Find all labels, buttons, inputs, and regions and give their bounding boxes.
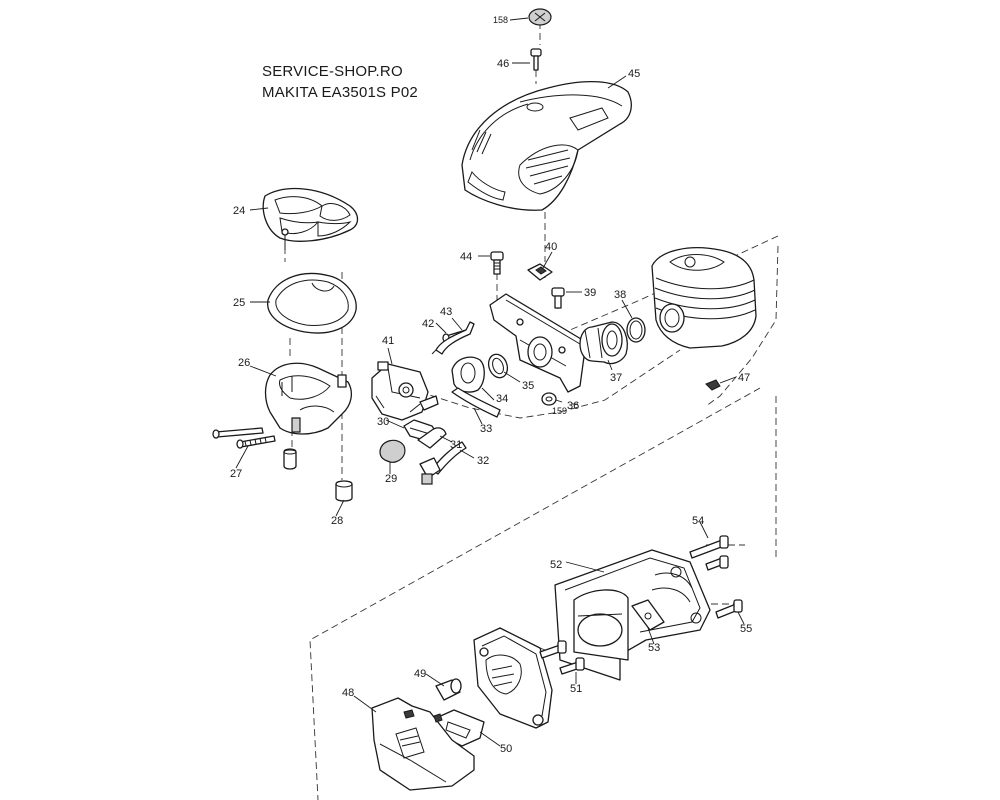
part-36-grommet <box>541 392 557 406</box>
part-158-cover-knob <box>528 8 552 26</box>
part-43-throttle-link <box>431 321 475 355</box>
callout-159: 159 <box>552 406 567 416</box>
callout-158: 158 <box>493 15 508 25</box>
part-33-impulse-hose <box>451 387 501 418</box>
callout-27: 27 <box>230 468 242 480</box>
part-48-heat-shield <box>371 697 475 791</box>
part-40-clip <box>527 263 553 281</box>
callout-50: 50 <box>500 743 512 755</box>
part-45-top-cover <box>461 80 632 211</box>
part-26-filter-base <box>264 362 353 435</box>
callout-leaders <box>235 17 745 747</box>
part-53-plate <box>631 599 665 631</box>
part-25-filter-gasket <box>267 272 357 334</box>
callout-38: 38 <box>614 289 626 301</box>
callout-46: 46 <box>497 58 509 70</box>
part-28-rubber-mount <box>335 480 353 502</box>
part-38-o-ring <box>626 317 646 343</box>
callout-43: 43 <box>440 306 452 318</box>
callout-55: 55 <box>740 623 752 635</box>
part-34-adapter <box>451 356 485 393</box>
part-35-intake-ring <box>487 353 509 379</box>
callout-34: 34 <box>496 393 508 405</box>
part-47-small-clip <box>705 379 721 391</box>
callout-39: 39 <box>584 287 596 299</box>
part-27-bolts <box>212 427 276 449</box>
callout-32: 32 <box>477 455 489 467</box>
part-54-screws <box>689 535 729 571</box>
callout-53: 53 <box>648 642 660 654</box>
callout-44: 44 <box>460 251 472 263</box>
part-37-intake-pipe <box>579 321 628 365</box>
part-cylinder <box>651 247 757 349</box>
callout-33: 33 <box>480 423 492 435</box>
part-fuel-filter <box>419 457 441 485</box>
part-52-muffler-cover <box>554 549 711 681</box>
part-32-fuel-hose <box>431 441 467 475</box>
part-41-carburetor <box>371 361 439 421</box>
part-26-bushing <box>283 448 297 470</box>
callout-42: 42 <box>422 318 434 330</box>
callout-26: 26 <box>238 357 250 369</box>
part-55-screw <box>715 599 743 619</box>
part-24-air-filter <box>262 187 359 250</box>
callout-25: 25 <box>233 297 245 309</box>
callout-41: 41 <box>382 335 394 347</box>
model-title: MAKITA EA3501S P02 <box>262 84 418 101</box>
callout-labels: 158 46 45 24 25 44 40 39 38 43 42 41 26 … <box>230 15 752 755</box>
callout-49: 49 <box>414 668 426 680</box>
part-49-spacer <box>435 678 462 701</box>
callout-31: 31 <box>450 439 462 451</box>
callout-52: 52 <box>550 559 562 571</box>
callout-24: 24 <box>233 205 245 217</box>
shop-title: SERVICE-SHOP.RO <box>262 63 403 80</box>
callout-29: 29 <box>385 473 397 485</box>
callout-45: 45 <box>628 68 640 80</box>
part-39-screw <box>551 287 565 309</box>
part-muffler-body <box>473 627 553 729</box>
callout-37: 37 <box>610 372 622 384</box>
callout-54: 54 <box>692 515 704 527</box>
part-29-primer-bulb <box>379 439 406 463</box>
callout-30: 30 <box>377 416 389 428</box>
callout-40: 40 <box>545 241 557 253</box>
part-31-fuel-line <box>417 427 447 449</box>
part-44-screw <box>490 251 504 275</box>
callout-48: 48 <box>342 687 354 699</box>
callout-35: 35 <box>522 380 534 392</box>
callout-47: 47 <box>738 372 750 384</box>
callout-51: 51 <box>570 683 582 695</box>
part-46-cover-screw <box>530 48 542 71</box>
callout-36: 36 <box>567 400 579 412</box>
part-intake-bracket <box>489 293 587 393</box>
part-51-screws <box>539 640 585 675</box>
callout-28: 28 <box>331 515 343 527</box>
